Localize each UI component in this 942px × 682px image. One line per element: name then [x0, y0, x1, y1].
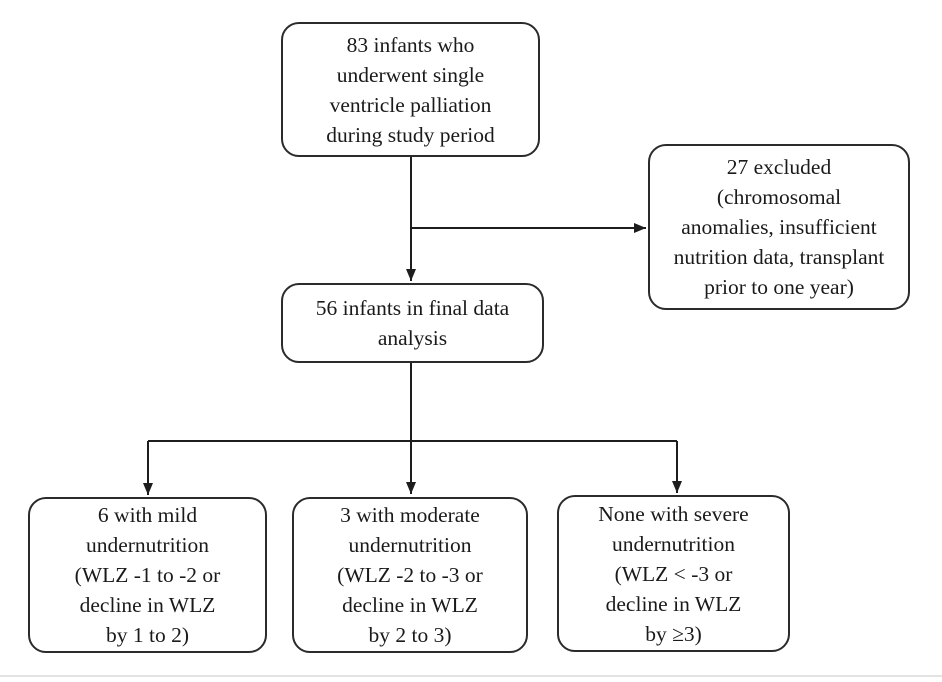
node-text-line: 56 infants in final data [315, 296, 510, 320]
node-text-line: by 1 to 2) [105, 623, 189, 647]
node-text-line: None with severe [598, 501, 749, 526]
node-text-line: 6 with mild [97, 503, 198, 527]
node-severe-undernutrition: None with severe undernutrition (WLZ < -… [557, 495, 790, 652]
node-excluded: 27 excluded (chromosomal anomalies, insu… [648, 144, 910, 310]
node-text-line: (WLZ -2 to -3 or [337, 563, 483, 587]
node-text-line: undernutrition [611, 531, 735, 556]
node-text-line: ventricle palliation [329, 92, 492, 117]
node-final-analysis: 56 infants in final data analysis [281, 283, 544, 363]
node-text-line: by ≥3) [645, 621, 702, 646]
node-text-line: (WLZ < -3 or [614, 561, 733, 586]
node-text-line: 27 excluded [726, 155, 832, 179]
node-text-line: decline in WLZ [79, 593, 216, 617]
node-text-line: decline in WLZ [342, 593, 478, 617]
node-text-line: undernutrition [348, 533, 472, 557]
node-text-line: anomalies, insufficient [681, 215, 877, 239]
node-text-line: analysis [377, 326, 448, 350]
node-text-line: 83 infants who [346, 32, 475, 57]
node-text-line: underwent single [336, 62, 485, 87]
node-total-infants: 83 infants who underwent single ventricl… [281, 22, 540, 157]
node-text-line: decline in WLZ [605, 591, 742, 616]
node-text-line: by 2 to 3) [368, 623, 452, 647]
node-text-line: undernutrition [85, 533, 209, 557]
node-text-line: (WLZ -1 to -2 or [74, 563, 221, 587]
node-text-line: prior to one year) [704, 275, 854, 299]
node-text-line: 3 with moderate [340, 503, 480, 527]
figure-bottom-rule [0, 675, 942, 677]
node-text-line: nutrition data, transplant [673, 245, 885, 269]
node-mild-undernutrition: 6 with mild undernutrition (WLZ -1 to -2… [28, 497, 267, 653]
node-moderate-undernutrition: 3 with moderate undernutrition (WLZ -2 t… [292, 497, 528, 653]
node-text-line: (chromosomal [716, 185, 842, 209]
node-text-line: during study period [326, 122, 495, 147]
